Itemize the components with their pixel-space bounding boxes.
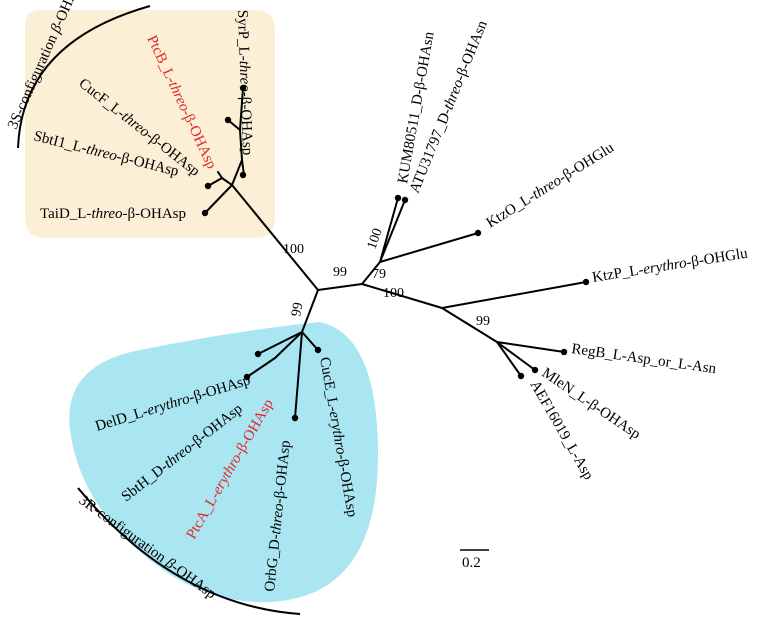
bootstrap-100-ktz: 100 <box>383 286 404 301</box>
clade-3s-region <box>25 10 275 238</box>
label-ktzp: KtzP_L-erythro-β-OHGlu <box>591 245 749 285</box>
tip-markers <box>201 84 590 422</box>
clade-3r-arc <box>77 487 301 615</box>
label-taid: TaiD_L-threo-β-OHAsp <box>40 206 186 222</box>
bootstrap-79: 79 <box>372 267 386 282</box>
bootstrap-values: 100 99 79 100 100 99 99 <box>283 227 490 329</box>
clade-3r-region <box>69 322 379 603</box>
bootstrap-99-3r: 99 <box>289 301 306 317</box>
bootstrap-100-3s: 100 <box>283 242 304 257</box>
bootstrap-99-reg: 99 <box>476 314 490 329</box>
label-regb: RegB_L-Asp_or_L-Asn <box>570 341 717 377</box>
bootstrap-99-center: 99 <box>333 265 347 280</box>
clade-3s-arc <box>17 5 151 149</box>
tree-branches <box>204 87 587 419</box>
scale-bar-label: 0.2 <box>462 555 481 571</box>
label-syrp: SyrP_L-threo-β-OHAsp <box>234 10 255 156</box>
label-ktzo: KtzO_L-threo-β-OHGlu <box>484 140 618 232</box>
label-orbg: OrbG_D-threo-β-OHAsp <box>262 440 294 593</box>
bootstrap-100-kum: 100 <box>365 227 386 252</box>
